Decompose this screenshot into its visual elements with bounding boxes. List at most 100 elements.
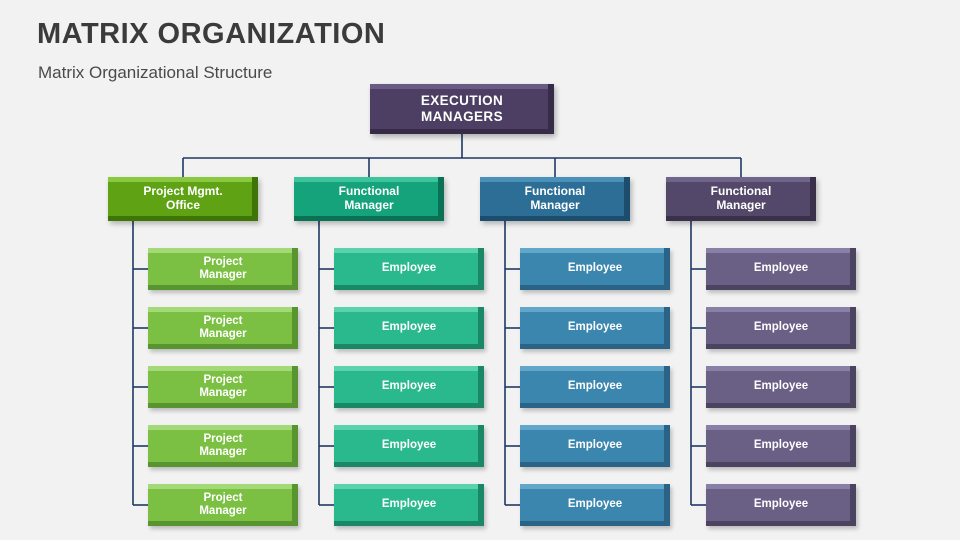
node-functional-manager-1[interactable]: Functional Manager <box>294 177 444 221</box>
node-top-bevel <box>520 366 670 371</box>
node-label: Employee <box>567 380 623 393</box>
node-top-bevel <box>666 177 816 182</box>
node-top-bevel <box>706 484 856 489</box>
node-face: Project Manager <box>148 307 298 349</box>
node-label-line1: Project <box>203 432 243 445</box>
node-bottom-bevel <box>520 344 670 349</box>
node-side-bevel <box>664 248 670 290</box>
node-bottom-bevel <box>334 285 484 290</box>
node-employee[interactable]: Employee <box>706 366 856 408</box>
node-face: Functional Manager <box>294 177 444 221</box>
node-top-bevel <box>520 307 670 312</box>
node-face: Employee <box>706 484 856 526</box>
node-label: Employee <box>381 321 437 334</box>
node-project-manager[interactable]: Project Manager <box>148 307 298 349</box>
node-label-line2: Manager <box>199 269 247 281</box>
node-bottom-bevel <box>294 216 444 221</box>
node-side-bevel <box>624 177 630 221</box>
node-side-bevel <box>664 425 670 467</box>
node-bottom-bevel <box>148 462 298 467</box>
node-employee[interactable]: Employee <box>706 307 856 349</box>
node-top-bevel <box>334 307 484 312</box>
node-functional-manager-3[interactable]: Functional Manager <box>666 177 816 221</box>
node-label-line2: Manager <box>199 505 247 517</box>
node-side-bevel <box>478 425 484 467</box>
node-label-line1: Project <box>203 255 243 268</box>
node-project-manager[interactable]: Project Manager <box>148 425 298 467</box>
node-top-bevel <box>108 177 258 182</box>
node-bottom-bevel <box>520 403 670 408</box>
node-side-bevel <box>292 307 298 349</box>
node-face: Employee <box>520 307 670 349</box>
node-execution-managers[interactable]: EXECUTION MANAGERS <box>370 84 554 134</box>
node-side-bevel <box>478 484 484 526</box>
node-label-line1: EXECUTION <box>420 93 504 109</box>
node-label-line1: Project <box>203 314 243 327</box>
node-top-bevel <box>480 177 630 182</box>
node-employee[interactable]: Employee <box>520 248 670 290</box>
node-bottom-bevel <box>706 462 856 467</box>
node-functional-manager-2[interactable]: Functional Manager <box>480 177 630 221</box>
node-bottom-bevel <box>370 129 554 134</box>
node-side-bevel <box>850 248 856 290</box>
node-side-bevel <box>478 248 484 290</box>
node-employee[interactable]: Employee <box>334 307 484 349</box>
node-employee[interactable]: Employee <box>334 248 484 290</box>
node-top-bevel <box>334 366 484 371</box>
node-bottom-bevel <box>480 216 630 221</box>
node-project-manager[interactable]: Project Manager <box>148 248 298 290</box>
node-top-bevel <box>370 84 554 89</box>
node-employee[interactable]: Employee <box>706 248 856 290</box>
node-employee[interactable]: Employee <box>334 366 484 408</box>
node-label: Employee <box>753 380 809 393</box>
node-top-bevel <box>148 366 298 371</box>
node-employee[interactable]: Employee <box>520 366 670 408</box>
node-label-line2: Manager <box>716 198 766 212</box>
node-employee[interactable]: Employee <box>706 425 856 467</box>
node-face: Employee <box>334 425 484 467</box>
node-label: Employee <box>381 439 437 452</box>
page-title: MATRIX ORGANIZATION <box>37 18 386 50</box>
node-side-bevel <box>850 366 856 408</box>
node-side-bevel <box>664 484 670 526</box>
node-project-manager[interactable]: Project Manager <box>148 366 298 408</box>
node-employee[interactable]: Employee <box>334 484 484 526</box>
node-side-bevel <box>252 177 258 221</box>
node-label: Employee <box>567 321 623 334</box>
node-label: Employee <box>753 439 809 452</box>
node-side-bevel <box>664 307 670 349</box>
node-face: Project Manager <box>148 484 298 526</box>
node-label-line1: Project Mgmt. <box>143 184 223 199</box>
node-face: EXECUTION MANAGERS <box>370 84 554 134</box>
node-top-bevel <box>706 366 856 371</box>
node-bottom-bevel <box>108 216 258 221</box>
node-project-manager[interactable]: Project Manager <box>148 484 298 526</box>
node-label-line2: Manager <box>199 387 247 399</box>
node-employee[interactable]: Employee <box>520 425 670 467</box>
node-top-bevel <box>334 248 484 253</box>
node-employee[interactable]: Employee <box>706 484 856 526</box>
node-employee[interactable]: Employee <box>334 425 484 467</box>
node-top-bevel <box>294 177 444 182</box>
node-top-bevel <box>520 248 670 253</box>
node-project-mgmt-office[interactable]: Project Mgmt. Office <box>108 177 258 221</box>
node-side-bevel <box>292 425 298 467</box>
node-side-bevel <box>850 425 856 467</box>
node-face: Employee <box>334 484 484 526</box>
node-label-line1: Project <box>203 491 243 504</box>
node-label-line2: Manager <box>530 198 580 212</box>
node-label-line2: Manager <box>344 198 394 212</box>
node-employee[interactable]: Employee <box>520 307 670 349</box>
node-side-bevel <box>548 84 554 134</box>
node-top-bevel <box>706 248 856 253</box>
node-label: Employee <box>381 498 437 511</box>
node-face: Employee <box>334 248 484 290</box>
node-bottom-bevel <box>148 344 298 349</box>
node-label: Employee <box>381 262 437 275</box>
node-face: Employee <box>520 425 670 467</box>
node-top-bevel <box>334 484 484 489</box>
node-side-bevel <box>292 366 298 408</box>
node-face: Employee <box>706 366 856 408</box>
node-bottom-bevel <box>334 462 484 467</box>
node-employee[interactable]: Employee <box>520 484 670 526</box>
